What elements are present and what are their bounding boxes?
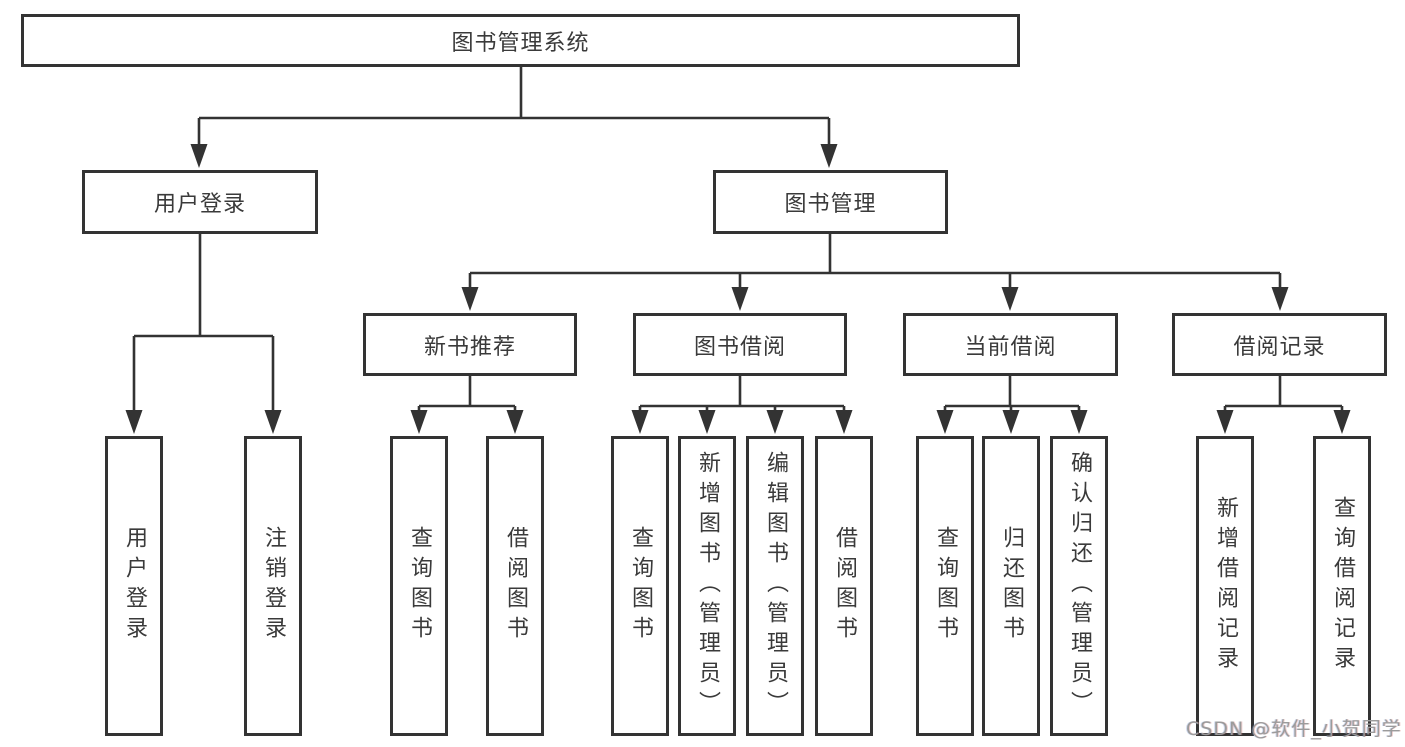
leaf-borrow-books: 借阅图书 [815,436,873,736]
leaf-logout-login: 注销登录 [244,436,302,736]
node-borrow-records: 借阅记录 [1172,313,1387,376]
leaf-edit-books-admin: 编辑图书（管理员） [746,436,804,736]
node-book-borrow: 图书借阅 [633,313,847,376]
tree-edges [132,67,1344,412]
leaf-return-books: 归还图书 [982,436,1040,736]
watermark: CSDN @软件_小贺同学 [1186,718,1402,740]
node-user-login: 用户登录 [82,170,318,234]
leaf-add-borrow-record: 新增借阅记录 [1196,436,1254,736]
leaf-confirm-return-admin: 确认归还（管理员） [1050,436,1108,736]
node-new-book-recommend: 新书推荐 [363,313,577,376]
arrowheads [125,144,1351,434]
leaf-query-books-recommend: 查询图书 [390,436,448,736]
leaf-query-books-borrow: 查询图书 [611,436,669,736]
node-book-management: 图书管理 [713,170,948,234]
leaf-query-books-current: 查询图书 [916,436,974,736]
leaf-borrow-books-recommend: 借阅图书 [486,436,544,736]
node-root: 图书管理系统 [21,14,1020,67]
leaf-user-login: 用户登录 [105,436,163,736]
leaf-add-books-admin: 新增图书（管理员） [678,436,736,736]
node-current-borrow: 当前借阅 [903,313,1118,376]
leaf-query-borrow-record: 查询借阅记录 [1313,436,1371,736]
